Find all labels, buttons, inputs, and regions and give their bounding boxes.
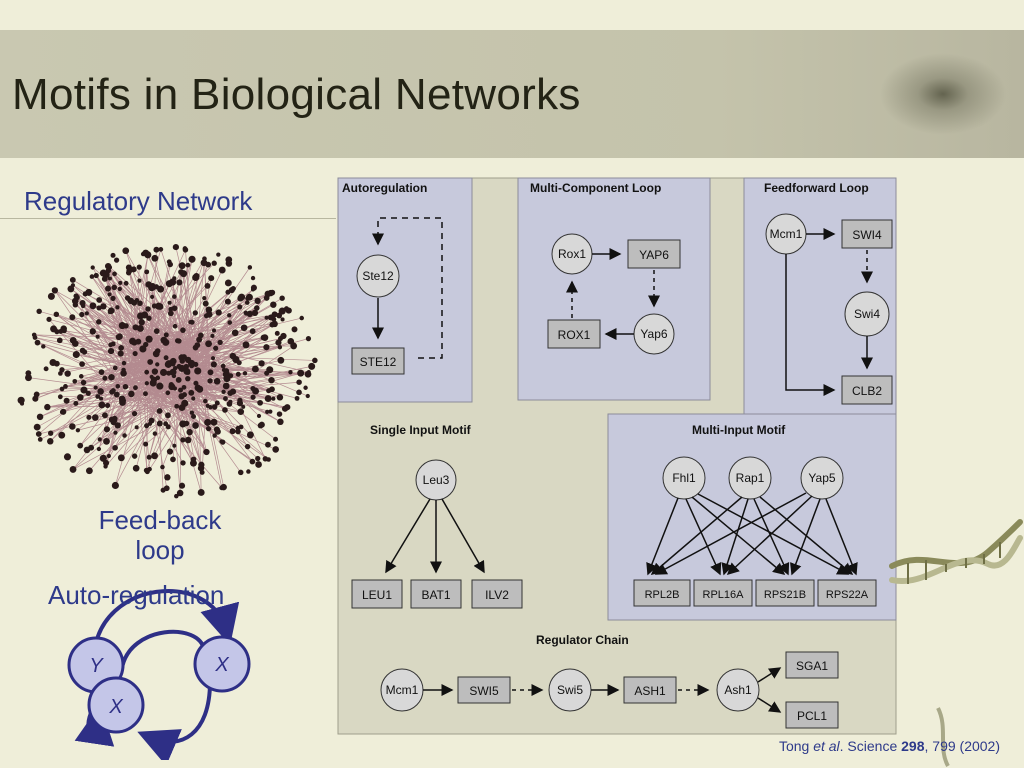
regulatory-network-image [17, 243, 318, 499]
pcl1-box-label: PCL1 [797, 709, 827, 723]
rap1-node-label: Rap1 [736, 471, 765, 485]
regulator-chain-title: Regulator Chain [536, 633, 629, 647]
node-x-bottom-label: X [108, 696, 123, 718]
single-input-title: Single Input Motif [370, 423, 472, 437]
swi5-box-label: SWI5 [469, 684, 499, 698]
feedforward-title: Feedforward Loop [764, 181, 869, 195]
sga1-box-label: SGA1 [796, 659, 828, 673]
regulatory-network-heading: Regulatory Network [24, 186, 253, 216]
citation-author: Tong [778, 738, 810, 754]
yap6-node-label: Yap6 [640, 327, 667, 341]
title-band [0, 30, 1024, 158]
swi5-node-label: Swi5 [557, 683, 583, 697]
dna-helix-decoration [889, 519, 1023, 767]
ste12-box-label: STE12 [360, 355, 397, 369]
swi4-node-label: Swi4 [854, 307, 880, 321]
rox1-node-label: Rox1 [558, 247, 586, 261]
swi4-box-label: SWI4 [852, 228, 882, 242]
feedback-label-line2: loop [135, 535, 185, 565]
feedforward-panel: Feedforward Loop Mcm1 SWI4 Swi4 CLB2 [743, 177, 897, 415]
single-input-panel: Single Input Motif Leu3 LEU1 BAT1 ILV2 [351, 423, 523, 609]
rps22a-box-label: RPS22A [826, 589, 869, 601]
regulator-chain-panel: Regulator Chain Mcm1 SWI5 Swi5 ASH1 Ash1… [380, 633, 839, 729]
mcm1-chain-node-label: Mcm1 [386, 683, 419, 697]
node-x-bottom [87, 676, 145, 734]
decorative-x-mark [844, 30, 1024, 158]
rps21b-box-label: RPS21B [764, 589, 806, 601]
leu1-box-label: LEU1 [362, 588, 392, 602]
rox1-box-label: ROX1 [558, 328, 591, 342]
clb2-box-label: CLB2 [852, 384, 882, 398]
node-x-right [193, 635, 251, 693]
citation-journal: . Science [839, 738, 902, 754]
fhl1-node-label: Fhl1 [672, 471, 696, 485]
heading-divider [0, 218, 336, 219]
yap6-box-label: YAP6 [639, 248, 669, 262]
node-y-label: Y [89, 655, 104, 677]
feedback-label-line1: Feed-back [98, 505, 222, 535]
rpl16a-box-label: RPL16A [703, 589, 745, 601]
multi-component-title: Multi-Component Loop [530, 181, 661, 195]
leu3-node-label: Leu3 [423, 473, 450, 487]
citation-volume: 298 [901, 738, 925, 754]
feedback-loop-diagram: Y X X [67, 589, 251, 760]
network-motifs-figure: Autoregulation Ste12 STE12 Multi-Compone… [337, 177, 897, 735]
mcm1-ffl-node-label: Mcm1 [770, 227, 803, 241]
ste12-node-label: Ste12 [362, 269, 394, 283]
yap5-node-label: Yap5 [808, 471, 835, 485]
rpl2b-box-label: RPL2B [645, 589, 680, 601]
page-title: Motifs in Biological Networks [12, 70, 581, 119]
auto-regulation-label: Auto-regulation [48, 580, 225, 610]
ash1-box-label: ASH1 [634, 684, 666, 698]
loop-arc-inner [120, 629, 206, 669]
multi-input-panel: Multi-Input Motif Fhl1 Rap1 Yap5 RPL2B R… [607, 413, 897, 621]
citation-rest: , 799 (2002) [924, 738, 1001, 754]
loop-arc-top [92, 589, 240, 656]
multi-input-title: Multi-Input Motif [692, 423, 786, 437]
ash1-node-label: Ash1 [724, 683, 752, 697]
node-x-right-label: X [214, 654, 229, 676]
autoregulation-title: Autoregulation [342, 181, 427, 195]
citation-etal: et al [813, 738, 840, 754]
multi-component-panel: Multi-Component Loop Rox1 YAP6 Yap6 ROX1 [517, 177, 711, 401]
loop-arc-right [137, 681, 212, 760]
bat1-box-label: BAT1 [421, 588, 450, 602]
ilv2-box-label: ILV2 [485, 588, 509, 602]
citation: Tong et al. Science 298, 799 (2002) [779, 738, 1000, 754]
autoregulation-panel: Autoregulation Ste12 STE12 [337, 177, 473, 403]
feedback-loop-label: Feed-back loop [60, 505, 260, 565]
